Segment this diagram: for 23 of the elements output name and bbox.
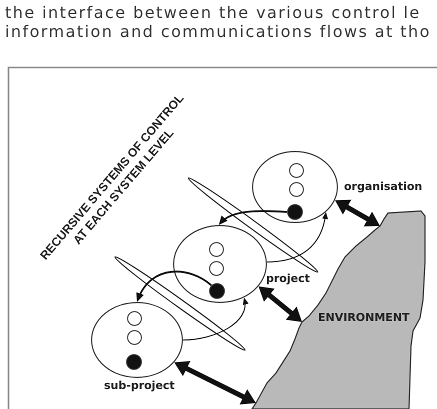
level-label: project [266, 272, 310, 285]
level-label: organisation [344, 180, 422, 193]
filled-circle [209, 283, 225, 299]
curved-arrow [136, 270, 212, 302]
curved-arrow [182, 298, 248, 340]
body-text: the interface between the various control le [5, 3, 421, 22]
level-label: sub-project [104, 379, 175, 392]
filled-circle [287, 204, 303, 220]
double-headed-arrow [335, 200, 380, 226]
region-label: ENVIRONMENT [318, 311, 410, 324]
curved-arrow [218, 210, 288, 225]
hollow-circle [208, 260, 224, 276]
hollow-circle [126, 310, 142, 326]
double-headed-arrow [258, 286, 302, 322]
hollow-circle [208, 242, 224, 256]
environment-region [252, 210, 426, 409]
double-headed-arrow [174, 360, 256, 404]
hollow-circle [126, 330, 142, 344]
filled-circle [126, 354, 142, 370]
curved-arrow [266, 212, 328, 262]
hollow-circle [288, 182, 304, 196]
hollow-circle [288, 162, 304, 178]
body-text: information and communications flows at tho [5, 22, 431, 41]
